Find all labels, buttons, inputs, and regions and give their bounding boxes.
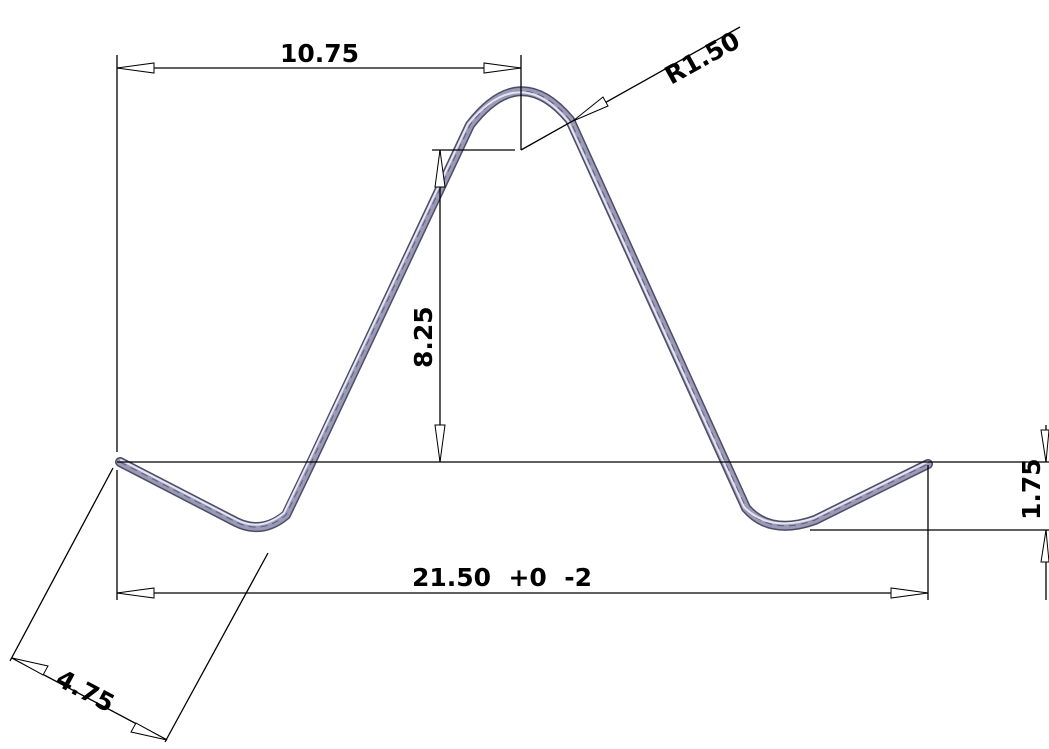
arrow-right — [890, 587, 929, 599]
arrow-up — [1040, 529, 1049, 563]
arrow-down — [1040, 429, 1049, 463]
dimension-leg-length: 4.75 — [9, 467, 269, 743]
dimension-label-leg-length: 4.75 — [51, 664, 119, 719]
dimension-top-width: 10.75 — [116, 39, 522, 452]
dimension-label-radius: R1.50 — [660, 26, 745, 91]
dimension-label-right-drop: 1.75 — [1017, 458, 1046, 520]
dimension-right-drop: 1.75 — [810, 425, 1049, 600]
arrow-left — [11, 657, 49, 676]
arrow-right — [130, 722, 168, 741]
dimension-overall-width: 21.50 +0 -2 — [116, 465, 929, 600]
arrow-left — [116, 587, 155, 599]
arrow-up — [434, 149, 446, 188]
arrow-right — [483, 62, 522, 74]
dimension-radius: R1.50 — [520, 26, 745, 151]
dimension-label-overall-width: 21.50 +0 -2 — [412, 563, 592, 592]
arrow-radius — [572, 96, 609, 122]
arrow-down — [434, 424, 446, 463]
dimension-label-height: 8.25 — [409, 306, 438, 368]
wire-part — [115, 86, 933, 533]
wire-highlight — [120, 91, 928, 526]
dimension-label-top-width: 10.75 — [280, 39, 359, 68]
arrow-left — [116, 62, 155, 74]
dimension-height: 8.25 — [409, 149, 515, 463]
